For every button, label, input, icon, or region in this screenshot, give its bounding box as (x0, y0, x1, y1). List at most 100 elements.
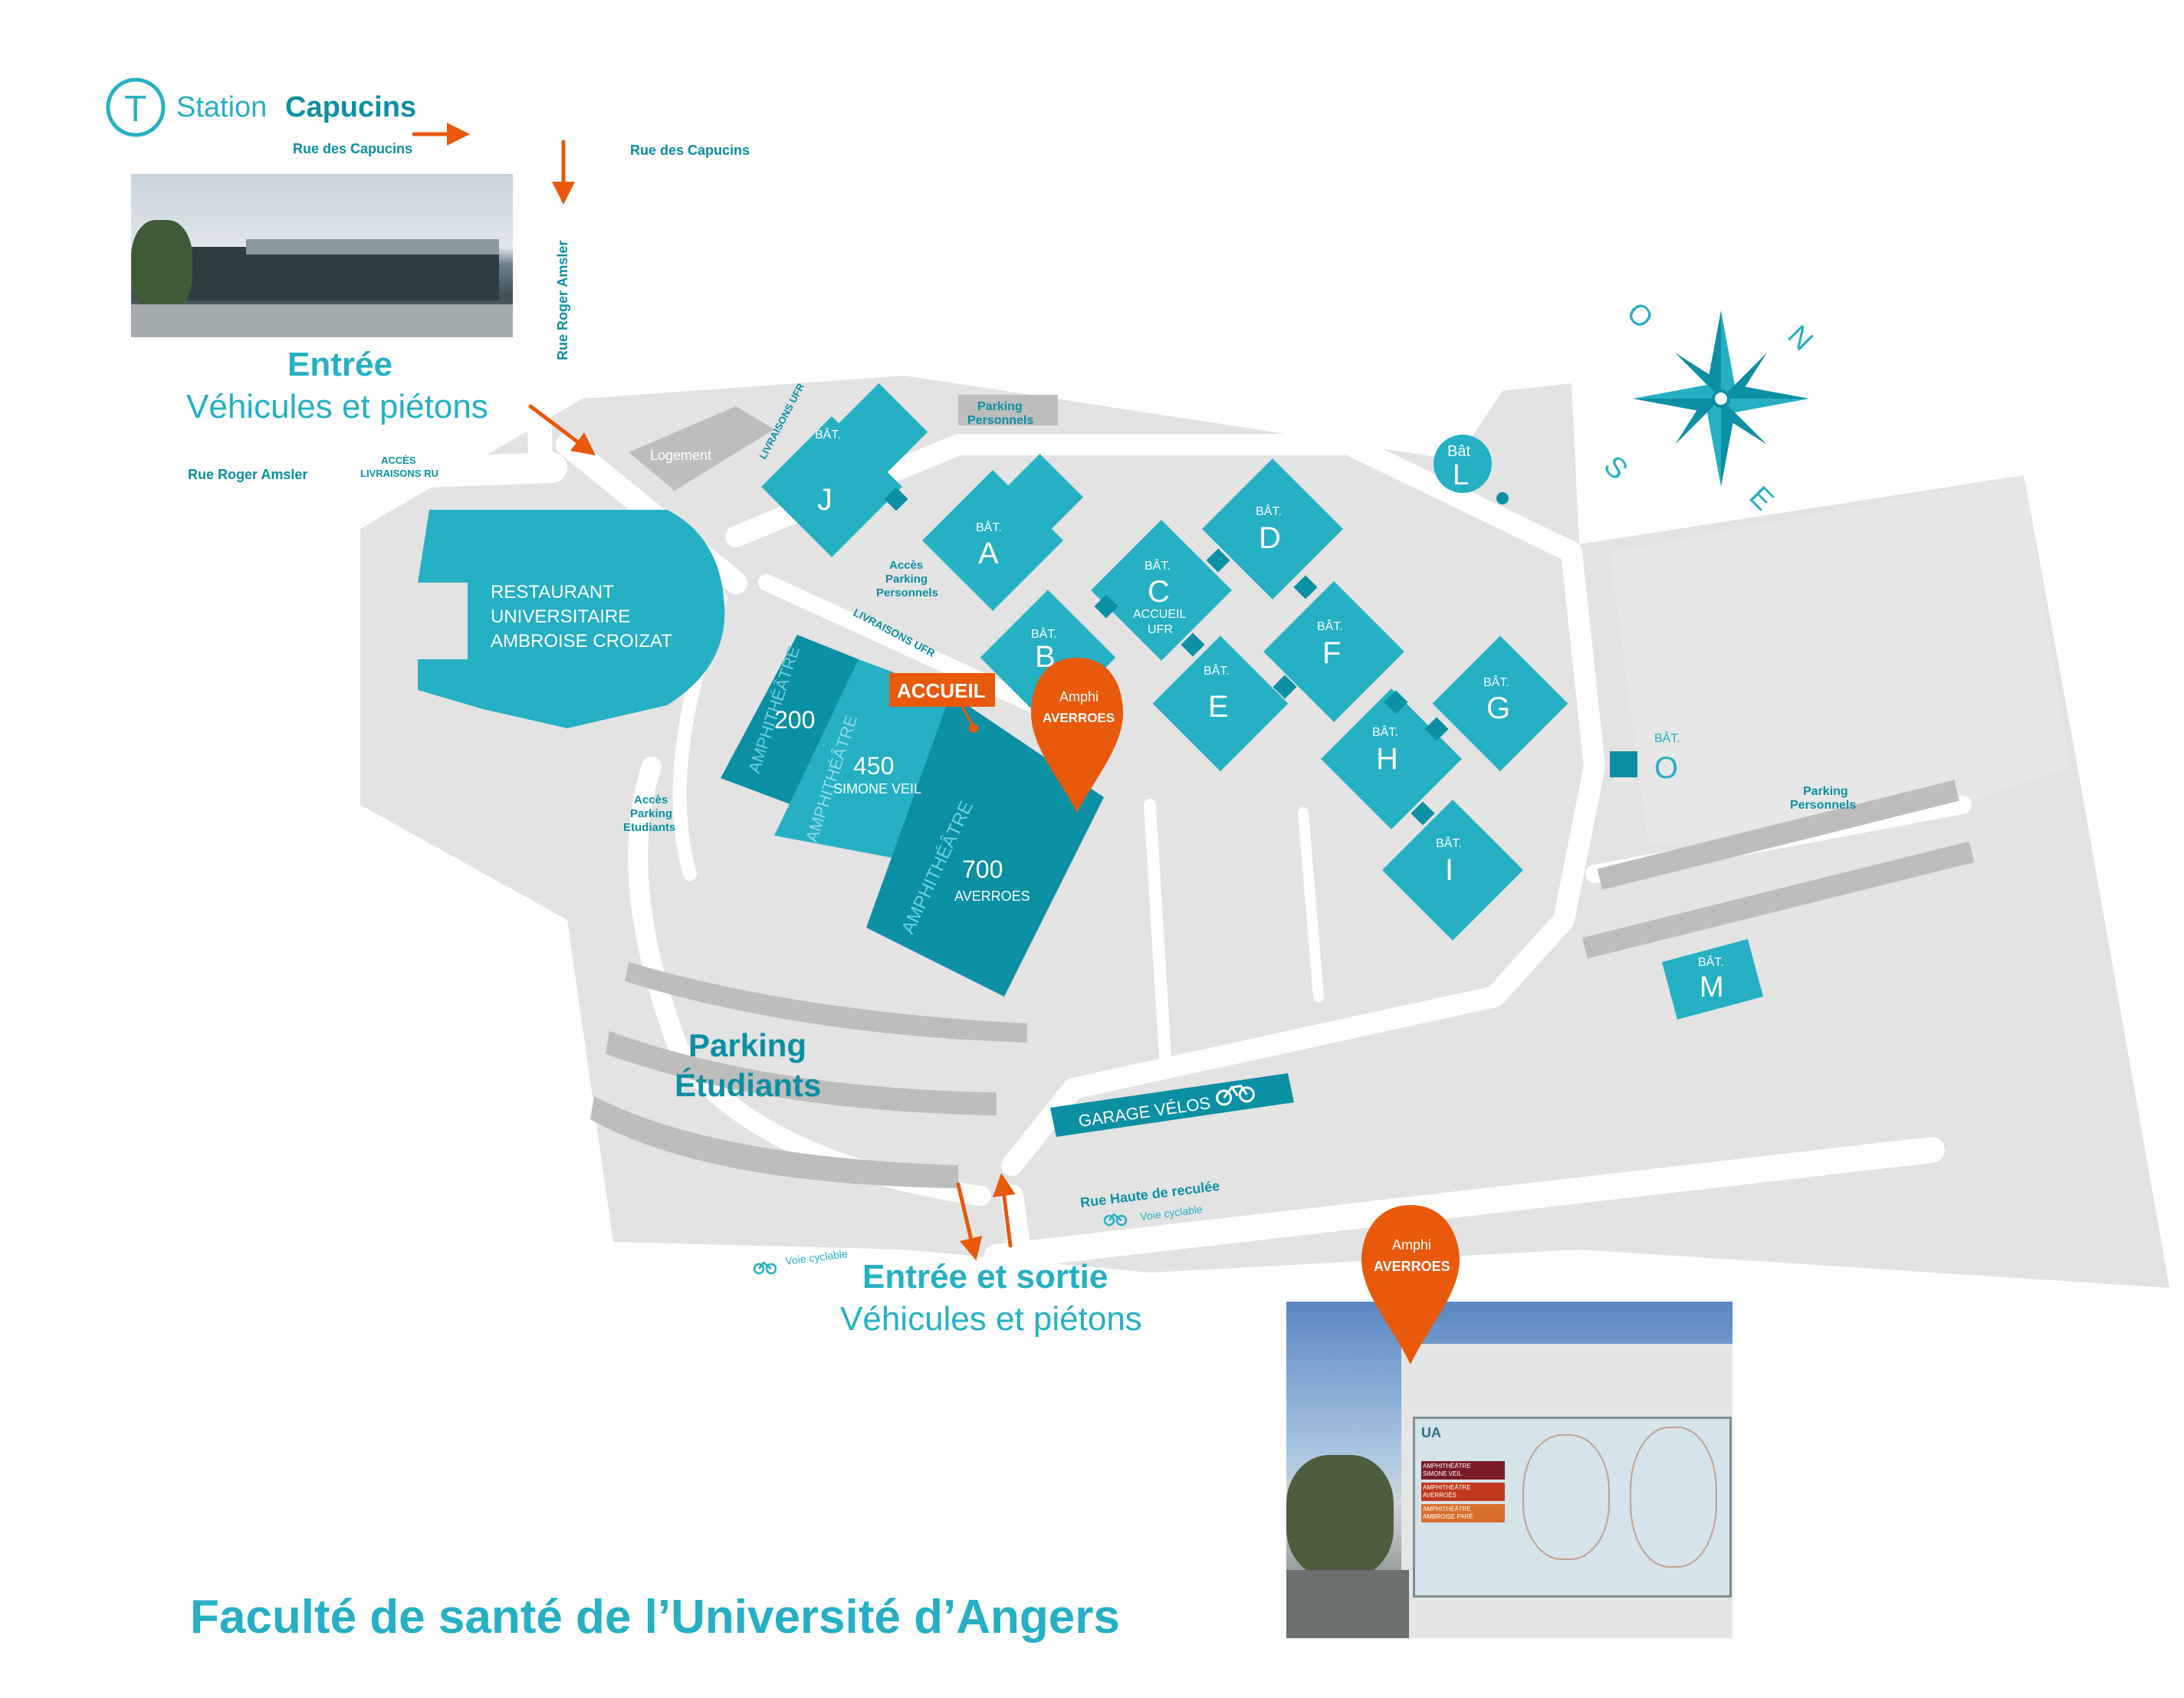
photo-roof (246, 239, 499, 255)
bat-e-prefix: BÂT. (1204, 663, 1230, 678)
compass-s: S (1598, 450, 1634, 487)
bat-b-prefix: BÂT. (1031, 626, 1057, 641)
amphi-450-name: SIMONE VEIL (833, 781, 921, 796)
building-logement: Logement (629, 406, 774, 491)
parking-perso-east-2: Personnels (1790, 799, 1856, 812)
photo-building (177, 247, 499, 301)
building-o (1610, 751, 1637, 777)
entry-arrows (412, 123, 1016, 1261)
tram-label-prefix: Station (176, 91, 267, 123)
bat-c-prefix: BÂT. (1145, 558, 1171, 573)
photo-pin-line1: Amphi (1392, 1237, 1431, 1253)
photo-brand: UA (1421, 1425, 1441, 1440)
restaurant-line2: UNIVERSITAIRE (491, 606, 630, 627)
parking-rows-students (590, 962, 1027, 1188)
acces-parking-perso-2: Parking (885, 573, 928, 586)
acces-livraisons-ru-2: LIVRAISONS RU (360, 468, 438, 479)
parking-etudiants-2: Étudiants (675, 1067, 821, 1103)
bat-c-accueil1: ACCUEIL (1133, 608, 1186, 621)
bat-o-labels: BÂT. O (1654, 731, 1680, 785)
acces-parking-etud-1: Accès (634, 793, 668, 806)
amphi-700-name: AVERROES (954, 888, 1030, 904)
building-labels: BÂT. J BÂT. A BÂT. B BÂT. C ACCUEIL UFR … (815, 427, 1724, 1003)
photo-path (1286, 1570, 1409, 1638)
photo-amphi: UA AMPHITHÉÂTRE SIMONE VEIL AMPHITHÉÂTRE… (1286, 1302, 1732, 1638)
bat-a-letter: A (978, 537, 999, 570)
street-capucins-east: Rue des Capucins (630, 143, 750, 158)
parking-perso-top-2: Personnels (967, 414, 1033, 427)
bat-d-prefix: BÂT. (1256, 504, 1282, 518)
acces-parking-etud-2: Parking (630, 807, 672, 820)
parking-perso-east-1: Parking (1803, 785, 1848, 798)
building-i (1382, 800, 1523, 941)
accueil-sign: ACCUEIL (889, 673, 995, 733)
parking-rows-staff (958, 395, 1975, 959)
bat-f-letter: F (1322, 636, 1341, 670)
restaurant-line1: RESTAURANT (491, 582, 614, 603)
entrance-south-subtitle: Véhicules et piétons (840, 1300, 1142, 1338)
parking-etudiants-label: Parking Étudiants (675, 1027, 821, 1103)
pin-averroes: Amphi AVERROES (1031, 658, 1123, 813)
bat-a-prefix: BÂT. (976, 520, 1002, 534)
photo-sign-row3: AMPHITHÉÂTRE AMBROISE PARÉ (1421, 1504, 1505, 1522)
building-m (1662, 939, 1763, 1020)
bat-h-prefix: BÂT. (1372, 724, 1398, 739)
acces-livraisons-ru-1: ACCÈS (381, 455, 416, 466)
acces-parking-perso-1: Accès (889, 559, 923, 572)
parking-perso-top-1: Parking (977, 400, 1023, 413)
pin-line2: AVERROES (1043, 711, 1115, 725)
photo-sign-row2: AMPHITHÉÂTRE AVERROÈS (1421, 1483, 1505, 1501)
building-d (1202, 458, 1343, 599)
bat-i-prefix: BÂT. (1436, 836, 1462, 850)
bat-e-letter: E (1208, 690, 1229, 724)
photo-panel: UA AMPHITHÉÂTRE SIMONE VEIL AMPHITHÉÂTRE… (1413, 1417, 1732, 1598)
photo-sign-row1: AMPHITHÉÂTRE SIMONE VEIL (1421, 1461, 1505, 1480)
bat-l-prefix: Bât (1447, 443, 1470, 460)
tram-station: T Station Capucins (106, 77, 416, 137)
bat-m-letter: M (1700, 971, 1724, 1003)
entrance-north: Entrée Véhicules et piétons (186, 346, 488, 425)
parking-etudiants-1: Parking (688, 1027, 806, 1063)
entrance-north-title: Entrée (287, 346, 392, 383)
acces-parking-perso-3: Personnels (876, 586, 938, 599)
amphi-700-number: 700 (962, 856, 1003, 883)
restaurant: RESTAURANT UNIVERSITAIRE AMBROISE CROIZA… (418, 510, 725, 728)
amphi-200-number: 200 (774, 706, 815, 734)
bat-g-prefix: BÂT. (1483, 675, 1509, 689)
photo-sign-row2b: AVERROÈS (1423, 1492, 1457, 1499)
building-f (1263, 581, 1404, 722)
street-amsler-horizontal: Rue Roger Amsler (188, 467, 307, 482)
bat-g-letter: G (1486, 691, 1510, 725)
photo-portrait-1 (1522, 1434, 1610, 1560)
entrance-north-subtitle: Véhicules et piétons (186, 388, 488, 425)
tram-label-name: Capucins (285, 91, 416, 123)
entrance-south: Entrée et sortie Véhicules et piétons (840, 1258, 1142, 1338)
bat-h-letter: H (1376, 742, 1398, 776)
photo-pin-line2: AVERROES (1374, 1259, 1450, 1274)
photo-sign-row1b: SIMONE VEIL (1423, 1470, 1463, 1477)
entrance-south-title: Entrée et sortie (862, 1258, 1108, 1296)
photo-tree-left (1286, 1455, 1394, 1578)
street-capucins-west: Rue des Capucins (293, 141, 412, 156)
bat-f-prefix: BÂT. (1317, 619, 1343, 633)
photo-sign-row3b: AMBROISE PARÉ (1423, 1513, 1473, 1520)
pin-line1: Amphi (1059, 689, 1099, 704)
building-l (1434, 435, 1492, 493)
bat-o-letter: O (1654, 751, 1678, 785)
street-amsler-vertical: Rue Roger Amsler (555, 241, 570, 360)
logement-label: Logement (650, 448, 711, 463)
compass-n: N (1782, 320, 1819, 357)
bat-l-letter: L (1453, 459, 1469, 491)
compass-e: E (1743, 481, 1780, 517)
photo-entrance (131, 174, 513, 337)
acces-parking-etud-3: Etudiants (623, 821, 675, 834)
compass-o: O (1621, 297, 1660, 336)
pin-averroes-photo: Amphi AVERROES (1361, 1205, 1460, 1365)
tram-icon (106, 77, 166, 137)
bat-j-letter: J (817, 483, 833, 517)
restaurant-line3: AMBROISE CROIZAT (491, 631, 672, 652)
building-h (1321, 688, 1462, 829)
bike-icon (753, 1213, 1128, 1275)
building-c (1091, 520, 1232, 661)
accueil-label: ACCUEIL (897, 679, 986, 702)
